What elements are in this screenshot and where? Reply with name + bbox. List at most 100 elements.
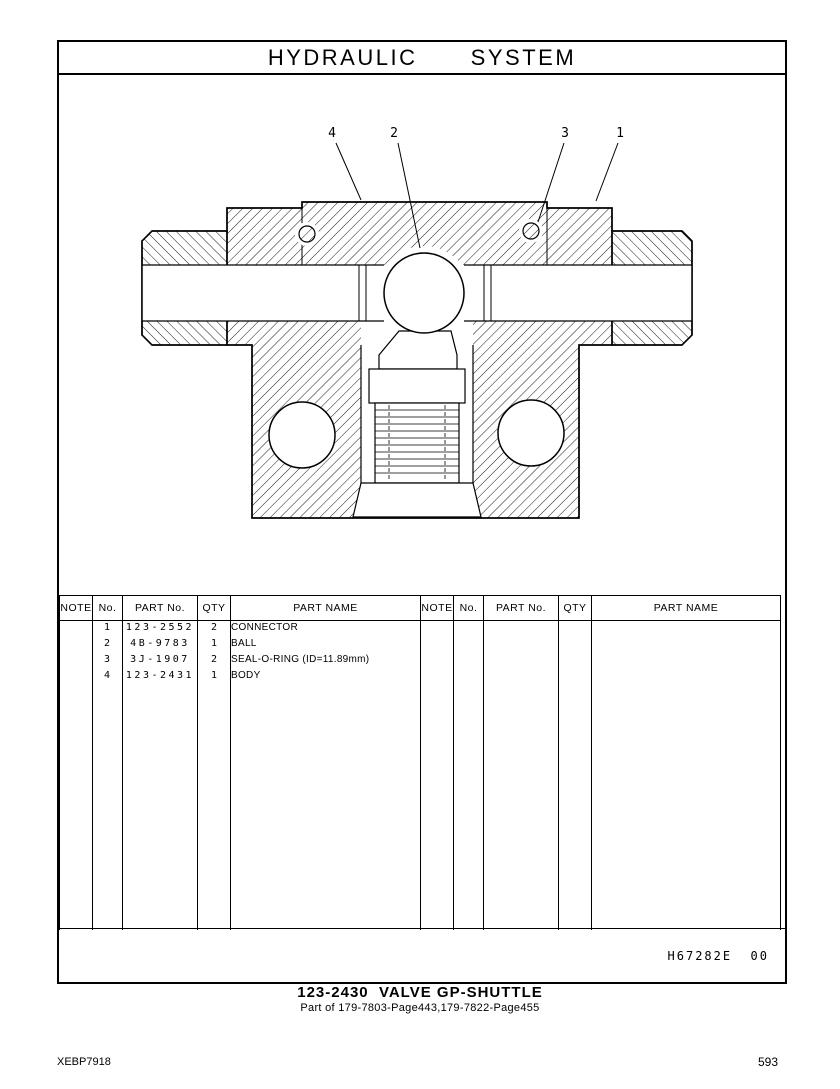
item-no-cell xyxy=(453,685,484,930)
table-row: 2 4B-9783 1 BALL xyxy=(59,637,781,653)
col-header-no-2: No. xyxy=(453,595,484,621)
part-name-cell: BALL xyxy=(230,637,421,653)
note-cell xyxy=(420,620,454,637)
table-row: 4 123-2431 1 BODY xyxy=(59,669,781,685)
part-name-cell: BODY xyxy=(230,669,421,685)
drawing-area: 4 2 3 1 xyxy=(59,75,781,595)
part-name-cell xyxy=(591,653,781,669)
part-no-cell xyxy=(483,685,559,930)
col-header-qty: QTY xyxy=(197,595,231,621)
caption-block: 123-2430 VALVE GP-SHUTTLE Part of 179-78… xyxy=(0,984,840,1014)
col-header-qty-2: QTY xyxy=(558,595,592,621)
col-header-part-no-2: PART No. xyxy=(483,595,559,621)
port-left xyxy=(268,401,336,469)
qty-cell xyxy=(558,685,592,930)
item-no-cell xyxy=(453,637,484,653)
callout-3-leader xyxy=(537,142,565,223)
qty-cell: 1 xyxy=(197,637,231,653)
col-header-part-no: PART No. xyxy=(122,595,198,621)
item-no-cell xyxy=(453,669,484,685)
col-header-part-name: PART NAME xyxy=(230,595,421,621)
parts-table: NOTE No. PART No. QTY PART NAME NOTE No.… xyxy=(59,595,781,930)
qty-cell xyxy=(558,653,592,669)
outer-silhouette xyxy=(141,201,693,519)
part-name-cell xyxy=(591,637,781,653)
threaded-section xyxy=(374,402,460,484)
note-cell xyxy=(59,685,93,930)
qty-cell xyxy=(558,669,592,685)
qty-cell xyxy=(558,637,592,653)
thread-lines xyxy=(375,409,459,474)
parts-table-wrap: NOTE No. PART No. QTY PART NAME NOTE No.… xyxy=(59,595,781,930)
part-no-cell xyxy=(483,637,559,653)
table-filler-row xyxy=(59,685,781,930)
callout-4-leader xyxy=(335,142,362,201)
callout-4: 4 xyxy=(328,126,362,201)
bore-edge-lines xyxy=(142,264,692,322)
note-cell xyxy=(59,669,93,685)
valve-cross-section-diagram: 4 2 3 1 xyxy=(141,126,693,519)
thread-hidden-lines xyxy=(388,405,446,481)
plug-body xyxy=(368,368,466,404)
o-ring-left xyxy=(295,222,319,246)
item-no-cell: 3 xyxy=(92,653,123,669)
callout-2-leader xyxy=(397,142,421,249)
shuttle-ball xyxy=(383,252,465,334)
part-no-cell: 123-2552 xyxy=(122,620,198,637)
callout-1-leader xyxy=(595,142,619,202)
note-cell xyxy=(59,637,93,653)
part-no-cell: 3J-1907 xyxy=(122,653,198,669)
qty-cell: 1 xyxy=(197,669,231,685)
part-no-cell xyxy=(122,685,198,930)
table-header-row: NOTE No. PART No. QTY PART NAME NOTE No.… xyxy=(59,595,781,621)
item-no-cell: 2 xyxy=(92,637,123,653)
item-no-cell xyxy=(453,620,484,637)
callout-3: 3 xyxy=(537,126,569,223)
item-no-cell: 1 xyxy=(92,620,123,637)
part-no-cell: 4B-9783 xyxy=(122,637,198,653)
callout-1-label: 1 xyxy=(616,126,624,141)
page-title: HYDRAULIC SYSTEM xyxy=(59,42,785,75)
part-no-cell xyxy=(483,669,559,685)
part-no-cell xyxy=(483,620,559,637)
item-no-cell xyxy=(92,685,123,930)
part-no-cell xyxy=(483,653,559,669)
col-header-part-name-2: PART NAME xyxy=(591,595,781,621)
qty-cell xyxy=(197,685,231,930)
part-name-cell: CONNECTOR xyxy=(230,620,421,637)
note-cell xyxy=(420,685,454,930)
document-code: H67282E 00 xyxy=(667,949,769,963)
callout-2-label: 2 xyxy=(390,126,398,141)
col-header-note-2: NOTE xyxy=(420,595,454,621)
part-name-cell xyxy=(230,685,421,930)
page-number: 593 xyxy=(757,1055,778,1069)
part-name-cell xyxy=(591,620,781,637)
assembly-subtitle: Part of 179-7803-Page443,179-7822-Page45… xyxy=(300,1002,540,1014)
callouts: 4 2 3 1 xyxy=(328,126,624,249)
drawing-sheet-border: HYDRAULIC SYSTEM xyxy=(57,40,787,984)
table-row: 1 123-2552 2 CONNECTOR xyxy=(59,620,781,637)
part-name-cell xyxy=(591,669,781,685)
col-header-note: NOTE xyxy=(59,595,93,621)
valve-stem xyxy=(352,330,482,518)
callout-2: 2 xyxy=(390,126,421,249)
part-no-cell: 123-2431 xyxy=(122,669,198,685)
note-cell xyxy=(59,653,93,669)
item-no-cell xyxy=(453,653,484,669)
qty-cell xyxy=(558,620,592,637)
note-cell xyxy=(59,620,93,637)
qty-cell: 2 xyxy=(197,620,231,637)
qty-cell: 2 xyxy=(197,653,231,669)
part-name-cell: SEAL-O-RING (ID=11.89mm) xyxy=(230,653,421,669)
table-row: 3 3J-1907 2 SEAL-O-RING (ID=11.89mm) xyxy=(59,653,781,669)
callout-3-label: 3 xyxy=(561,126,569,141)
sheet-footer: H67282E 00 xyxy=(59,928,785,982)
form-number: XEBP7918 xyxy=(57,1056,111,1068)
seat-sleeve-lines xyxy=(358,265,492,321)
port-right xyxy=(497,399,565,467)
o-ring-right xyxy=(519,219,543,243)
note-cell xyxy=(420,653,454,669)
part-name-cell xyxy=(591,685,781,930)
item-no-cell: 4 xyxy=(92,669,123,685)
note-cell xyxy=(420,669,454,685)
